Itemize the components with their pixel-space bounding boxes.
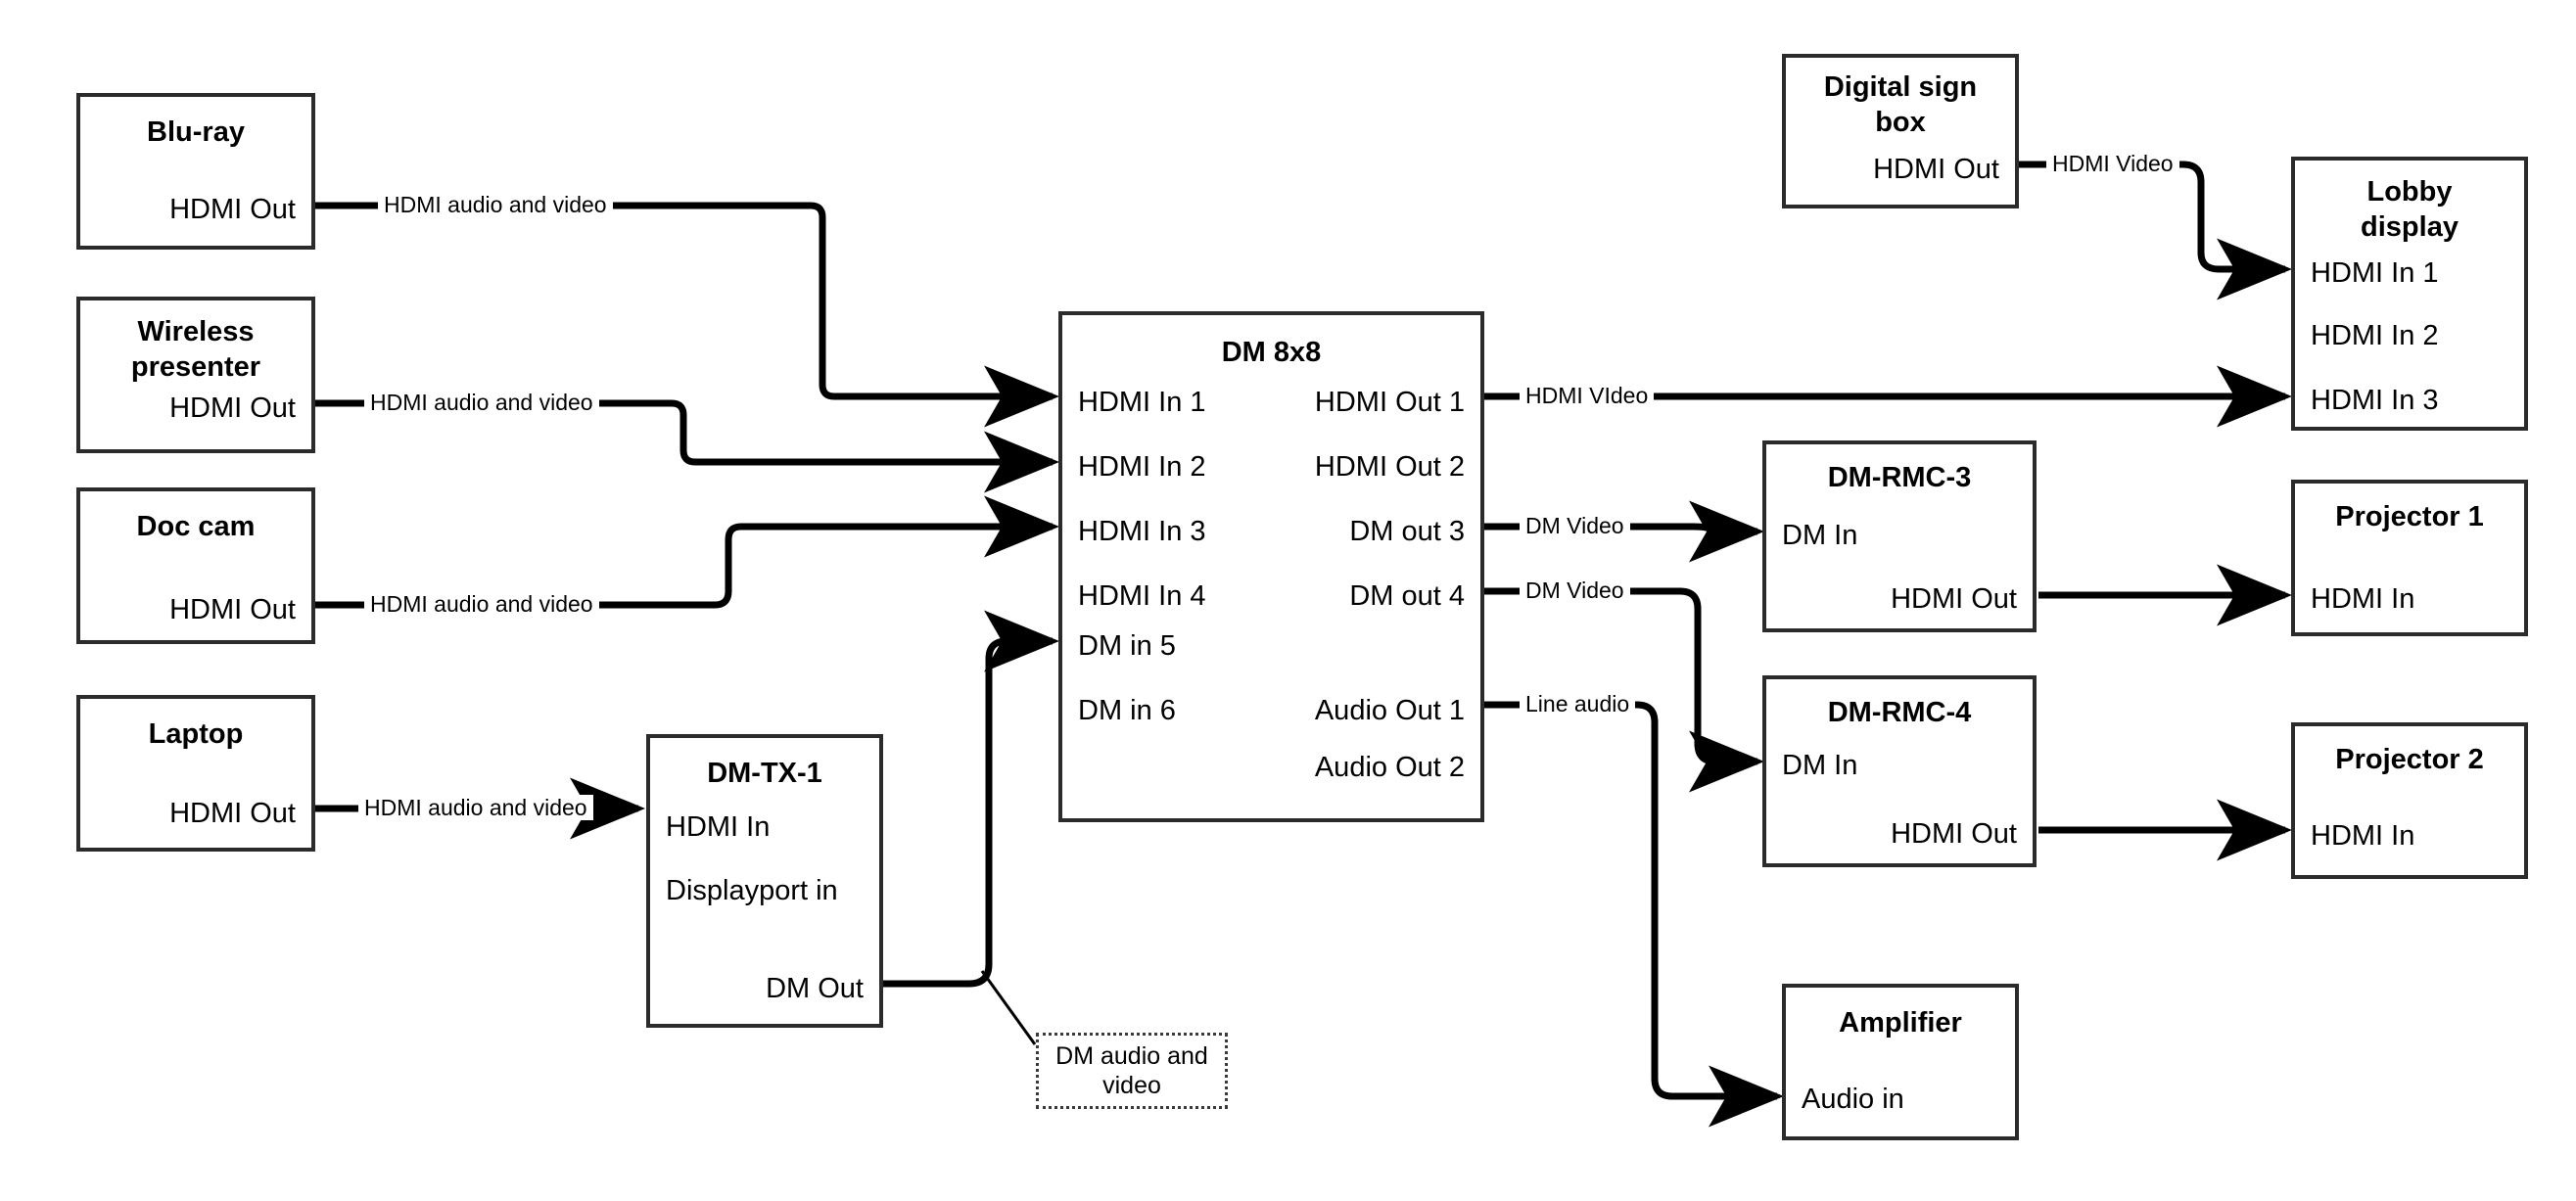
- node-lobby-display-title-line2: display: [2361, 211, 2459, 243]
- node-wireless-presenter[interactable]: Wireless presenter HDMI Out: [76, 297, 315, 453]
- wire-label-laptop-to-dmtx1: HDMI audio and video: [358, 795, 593, 820]
- node-projector-2-title: Projector 2: [2335, 744, 2484, 775]
- wire-signbox-to-lobby: [2019, 161, 2292, 300]
- wire-label-doccam-to-dm8x8: HDMI audio and video: [364, 591, 599, 617]
- node-digital-sign-box-title-line2: box: [1875, 107, 1926, 138]
- node-projector-1[interactable]: Projector 1 HDMI In: [2291, 480, 2528, 636]
- node-doc-cam-port-hdmi-out: HDMI Out: [169, 594, 296, 625]
- node-dm-tx-1-title: DM-TX-1: [707, 758, 822, 789]
- wire-label-bluray-to-dm8x8: HDMI audio and video: [378, 192, 613, 217]
- node-dm-tx-1-port-hdmi-in: HDMI In: [666, 811, 771, 843]
- node-dm-rmc-3-title: DM-RMC-3: [1827, 462, 1972, 493]
- node-dm-8x8-output-audio-out-2: Audio Out 2: [1314, 752, 1465, 783]
- node-lobby-display-input-hdmi-in-3: HDMI In 3: [2311, 385, 2439, 416]
- node-lobby-display-input-hdmi-in-2: HDMI In 2: [2311, 320, 2439, 351]
- node-dm-rmc-3-port-dm-in: DM In: [1782, 520, 1858, 551]
- node-wireless-presenter-title-line1: Wireless: [137, 316, 255, 347]
- node-dm-8x8-input-hdmi-in-3: HDMI In 3: [1078, 516, 1206, 547]
- node-amplifier-title: Amplifier: [1839, 1007, 1962, 1039]
- node-dm-rmc-4-title: DM-RMC-4: [1827, 697, 1972, 728]
- node-bluray-port-hdmi-out: HDMI Out: [169, 194, 296, 225]
- wire-dmtx1-to-dm8x8: [883, 610, 1059, 988]
- node-dm-8x8-input-dm-in-5: DM in 5: [1078, 630, 1176, 662]
- wire-label-dm8x8-out1-to-lobby: HDMI VIdeo: [1520, 383, 1655, 408]
- node-dm-8x8-output-audio-out-1: Audio Out 1: [1314, 695, 1465, 726]
- node-dm-8x8[interactable]: DM 8x8 HDMI In 1 HDMI In 2 HDMI In 3 HDM…: [1058, 311, 1484, 822]
- node-dm-8x8-title: DM 8x8: [1221, 337, 1322, 368]
- node-lobby-display-title-line1: Lobby: [2366, 176, 2453, 208]
- node-dm-8x8-input-hdmi-in-4: HDMI In 4: [1078, 580, 1206, 612]
- node-dm-8x8-input-hdmi-in-2: HDMI In 2: [1078, 451, 1206, 483]
- node-lobby-display-input-hdmi-in-1: HDMI In 1: [2311, 257, 2439, 289]
- node-digital-sign-box-title-line1: Digital sign: [1823, 71, 1978, 103]
- node-wireless-presenter-port-hdmi-out: HDMI Out: [169, 393, 296, 424]
- node-dm-8x8-output-hdmi-out-2: HDMI Out 2: [1314, 451, 1465, 483]
- node-projector-1-port-hdmi-in: HDMI In: [2311, 583, 2415, 615]
- node-dm-8x8-output-dm-out-3: DM out 3: [1349, 516, 1465, 547]
- wire-label-dm8x8-out4-to-rmc4: DM Video: [1520, 577, 1630, 603]
- node-digital-sign-box-port-hdmi-out: HDMI Out: [1873, 154, 1999, 185]
- node-dm-tx-1-port-displayport-in: Displayport in: [666, 875, 838, 906]
- wire-label-dm8x8-audio-to-amplifier: Line audio: [1520, 691, 1636, 716]
- node-dm-rmc-3-port-hdmi-out: HDMI Out: [1891, 583, 2017, 615]
- node-doc-cam-title: Doc cam: [136, 511, 256, 542]
- node-dm-8x8-output-dm-out-4: DM out 4: [1349, 580, 1465, 612]
- wire-dm8x8-out4-to-rmc4: [1484, 587, 1764, 793]
- wire-label-wireless-to-dm8x8: HDMI audio and video: [364, 390, 599, 415]
- node-laptop[interactable]: Laptop HDMI Out: [76, 695, 315, 852]
- node-dm-rmc-4[interactable]: DM-RMC-4 DM In HDMI Out: [1762, 675, 2037, 867]
- annotation-dm-audio-and-video: DM audio and video: [1036, 1033, 1228, 1109]
- node-laptop-title: Laptop: [148, 718, 244, 750]
- node-dm-8x8-input-dm-in-6: DM in 6: [1078, 695, 1176, 726]
- node-dm-8x8-output-hdmi-out-1: HDMI Out 1: [1314, 387, 1465, 418]
- node-digital-sign-box[interactable]: Digital sign box HDMI Out: [1782, 54, 2019, 208]
- annotation-dm-audio-and-video-text: DM audio and video: [1055, 1042, 1208, 1099]
- node-projector-2-port-hdmi-in: HDMI In: [2311, 820, 2415, 852]
- node-dm-tx-1[interactable]: DM-TX-1 HDMI In Displayport in DM Out: [646, 734, 883, 1028]
- wire-label-signbox-to-lobby: HDMI Video: [2046, 151, 2179, 176]
- node-projector-2[interactable]: Projector 2 HDMI In: [2291, 722, 2528, 879]
- node-amplifier[interactable]: Amplifier Audio in: [1782, 984, 2019, 1140]
- node-laptop-port-hdmi-out: HDMI Out: [169, 798, 296, 829]
- wire-annotation-leader: [980, 970, 1037, 1045]
- wire-bluray-to-dm8x8: [315, 202, 1059, 428]
- node-projector-1-title: Projector 1: [2335, 501, 2484, 532]
- node-dm-rmc-4-port-hdmi-out: HDMI Out: [1891, 818, 2017, 850]
- node-bluray[interactable]: Blu-ray HDMI Out: [76, 93, 315, 250]
- node-amplifier-port-audio-in: Audio in: [1802, 1084, 1904, 1115]
- node-dm-tx-1-port-dm-out: DM Out: [766, 973, 864, 1004]
- node-dm-rmc-3[interactable]: DM-RMC-3 DM In HDMI Out: [1762, 440, 2037, 632]
- node-dm-rmc-4-port-dm-in: DM In: [1782, 750, 1858, 781]
- node-wireless-presenter-title-line2: presenter: [130, 351, 261, 383]
- wire-dm8x8-audio-to-amplifier: [1484, 701, 1784, 1128]
- wire-label-dm8x8-out3-to-rmc3: DM Video: [1520, 513, 1630, 538]
- node-lobby-display[interactable]: Lobby display HDMI In 1 HDMI In 2 HDMI I…: [2291, 157, 2528, 431]
- node-bluray-title: Blu-ray: [147, 116, 245, 148]
- node-doc-cam[interactable]: Doc cam HDMI Out: [76, 487, 315, 644]
- node-dm-8x8-input-hdmi-in-1: HDMI In 1: [1078, 387, 1206, 418]
